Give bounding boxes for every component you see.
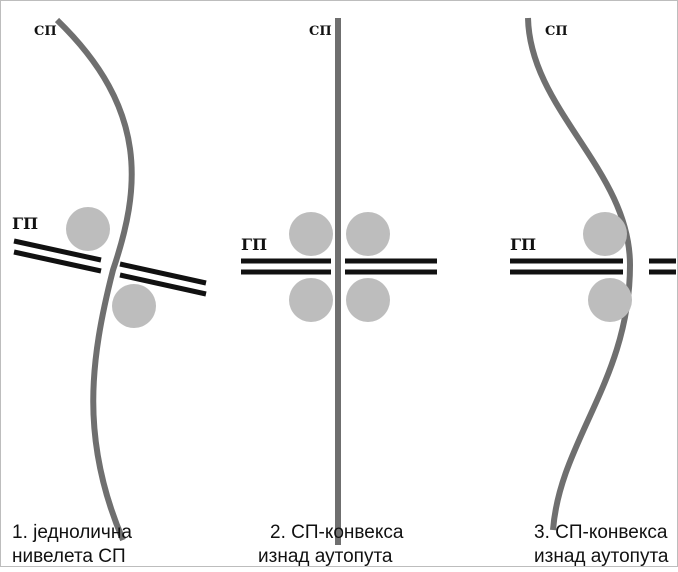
panel-2: СП ГП 2. СП-конвекса изнад аутопута	[241, 18, 437, 567]
panel-2-sp-label: СП	[309, 24, 332, 39]
panel-1: СП ГП 1. једнолична нивелета СП	[12, 17, 207, 567]
panel-1-ramp-circle-upper	[66, 207, 110, 251]
panel-3-gp-road	[510, 258, 676, 275]
panel-1-caption-line2: нивелета СП	[12, 546, 126, 567]
panel-2-caption-line2: изнад аутопута	[258, 546, 393, 567]
panel-3-sp-road	[525, 17, 634, 531]
panel-1-gp-road	[13, 238, 207, 297]
panel-2-caption-line1: 2. СП-конвекса	[270, 522, 404, 543]
panel-1-sp-road	[54, 17, 135, 542]
panel-3-sp-label: СП	[545, 24, 568, 39]
panel-2-ramp-circle-top-left	[289, 212, 333, 256]
panel-2-ramp-circle-bottom-left	[289, 278, 333, 322]
panel-2-ramp-circle-top-right	[346, 212, 390, 256]
panel-1-sp-label: СП	[34, 24, 57, 39]
panel-2-gp-road	[241, 258, 437, 275]
panel-3: СП ГП 3. СП-конвекса изнад аутопута	[510, 17, 676, 567]
panel-3-gp-label: ГП	[510, 235, 536, 254]
panel-1-ramp-circle-lower	[112, 284, 156, 328]
panel-3-caption-line1: 3. СП-конвекса	[534, 522, 668, 543]
panel-2-gp-label: ГП	[241, 235, 267, 254]
panel-1-gp-label: ГП	[12, 214, 38, 233]
panel-1-caption-line1: 1. једнолична	[12, 522, 132, 543]
panel-3-ramp-circle-lower	[588, 278, 632, 322]
panel-3-ramp-circle-upper	[583, 212, 627, 256]
panel-2-ramp-circle-bottom-right	[346, 278, 390, 322]
panel-3-caption-line2: изнад аутопута	[534, 546, 669, 567]
